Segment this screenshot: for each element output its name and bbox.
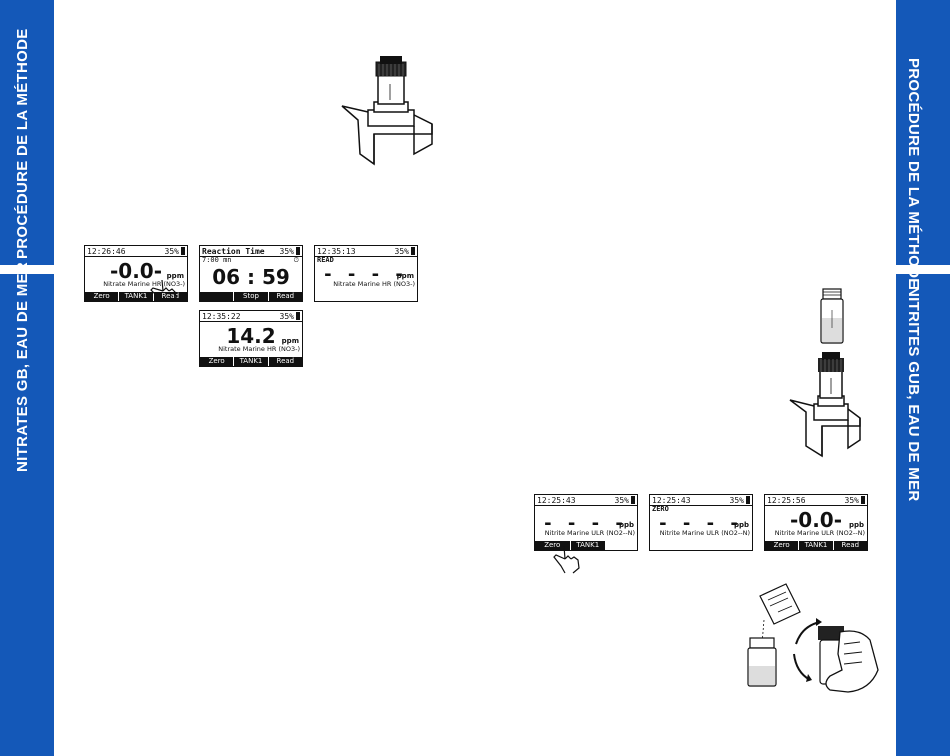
left-band-bottom-label: NITRATES GB, EAU DE MER bbox=[14, 262, 31, 472]
screen-unit: ppm bbox=[281, 337, 299, 345]
screen-method: Nitrate Marine HR (NO3-) bbox=[333, 280, 415, 288]
hand-pointer-icon bbox=[553, 545, 580, 574]
zero-softkey[interactable]: Zero bbox=[544, 541, 561, 549]
screen-reading: -0.0- bbox=[789, 508, 843, 532]
band-divider bbox=[896, 265, 950, 274]
shaking-hand-icon bbox=[793, 618, 879, 693]
hand-pointer-icon bbox=[150, 279, 177, 302]
screen-status: ZERO bbox=[652, 505, 669, 513]
softkey-bar: Stop Read bbox=[200, 292, 302, 301]
screen-time: 12:25:56 bbox=[767, 496, 806, 505]
tank1-softkey[interactable]: TANK1 bbox=[569, 541, 606, 550]
screen-reading: - - - - bbox=[324, 264, 408, 285]
softkey-bar: Zero TANK1 Read bbox=[765, 541, 867, 550]
meter-screen-5: 12:25:43 35% - - - - ppb Nitrite Marine U… bbox=[534, 494, 638, 551]
softkey-bar: Zero TANK1 Read bbox=[200, 357, 302, 366]
screen-method: Nitrite Marine ULR (NO2--N) bbox=[544, 529, 635, 537]
cuvette-in-meter-icon bbox=[341, 56, 433, 166]
right-band-bottom-label: NITRITES GUB, EAU DE MER bbox=[905, 286, 922, 502]
screen-unit: ppb bbox=[618, 521, 634, 529]
stop-softkey[interactable]: Stop bbox=[233, 292, 267, 301]
left-side-band bbox=[0, 0, 54, 756]
meter-screen-7: 12:25:56 35% -0.0- ppb Nitrite Marine ULR… bbox=[764, 494, 868, 551]
battery-level: 35% bbox=[845, 496, 865, 505]
empty-softkey bbox=[200, 292, 234, 301]
band-divider bbox=[0, 265, 54, 274]
battery-level: 35% bbox=[165, 247, 185, 256]
battery-level: 35% bbox=[395, 247, 415, 256]
right-side-band bbox=[896, 0, 950, 756]
battery-level: 35% bbox=[280, 247, 300, 256]
screen-unit: ppb bbox=[848, 521, 864, 529]
zero-softkey[interactable]: Zero bbox=[208, 357, 225, 365]
softkey-bar: Zero TANK1 bbox=[535, 541, 605, 550]
screen-unit: ppm bbox=[396, 272, 414, 280]
left-band-top-label: PROCÉDURE DE LA MÉTHODE bbox=[14, 28, 31, 260]
battery-level: 35% bbox=[730, 496, 750, 505]
read-softkey[interactable]: Read bbox=[152, 292, 187, 301]
battery-level: 35% bbox=[615, 496, 635, 505]
screen-reading: 14.2 bbox=[226, 324, 276, 348]
meter-screen-4: 12:35:22 35% 14.2 ppm Nitrate Marine HR (… bbox=[199, 310, 303, 367]
battery-level: 35% bbox=[280, 312, 300, 321]
screen-title: Reaction Time bbox=[202, 247, 265, 256]
screen-method: Nitrate Marine HR (NO3-) bbox=[103, 280, 185, 288]
tank1-softkey[interactable]: TANK1 bbox=[118, 292, 152, 301]
softkey-bar: Zero TANK1 Read bbox=[85, 292, 187, 301]
timer-icon: ⏱ bbox=[293, 256, 299, 264]
screen-time: 12:35:22 bbox=[202, 312, 241, 321]
meter-screen-6: 12:25:43 35% ZERO - - - - ppb Nitrite Mar… bbox=[649, 494, 753, 551]
screen-unit: ppm bbox=[166, 272, 184, 280]
meter-screen-1: 12:26:46 35% -0.0- ppm Nitrate Marine HR … bbox=[84, 245, 188, 302]
read-softkey[interactable]: Read bbox=[267, 357, 302, 366]
right-band-top-label: PROCÉDURE DE LA MÉTHODE bbox=[905, 58, 922, 289]
screen-status: READ bbox=[317, 256, 334, 264]
screen-reading: -0.0- bbox=[109, 259, 163, 283]
tank1-softkey[interactable]: TANK1 bbox=[798, 541, 832, 550]
screen-time: 12:35:13 bbox=[317, 247, 356, 256]
screen-time: 12:25:43 bbox=[652, 496, 691, 505]
screen-unit: ppb bbox=[733, 521, 749, 529]
screen-reading: - - - - bbox=[544, 513, 628, 534]
vial-icon bbox=[820, 288, 844, 344]
meter-screen-2: Reaction Time 35% 7:00 mn ⏱ 06 : 59 Stop … bbox=[199, 245, 303, 302]
meter-screen-3: 12:35:13 35% READ - - - - ppm Nitrate Mar… bbox=[314, 245, 418, 302]
reagent-packet-icon bbox=[747, 583, 801, 687]
screen-method: Nitrate Marine HR (NO3-) bbox=[218, 345, 300, 353]
screen-reading: 06 : 59 bbox=[212, 265, 290, 289]
screen-time: 12:25:43 bbox=[537, 496, 576, 505]
screen-reading: - - - - bbox=[659, 513, 743, 534]
read-softkey[interactable]: Read bbox=[832, 541, 867, 550]
zero-softkey[interactable]: Zero bbox=[773, 541, 790, 549]
screen-method: Nitrite Marine ULR (NO2--N) bbox=[659, 529, 750, 537]
zero-softkey[interactable]: Zero bbox=[93, 292, 110, 300]
screen-time: 12:26:46 bbox=[87, 247, 126, 256]
tank1-softkey[interactable]: TANK1 bbox=[233, 357, 267, 366]
cuvette-in-meter-icon bbox=[789, 352, 861, 458]
screen-method: Nitrite Marine ULR (NO2--N) bbox=[774, 529, 865, 537]
screen-subline: 7:00 mn bbox=[202, 256, 232, 264]
read-softkey[interactable]: Read bbox=[267, 292, 302, 301]
